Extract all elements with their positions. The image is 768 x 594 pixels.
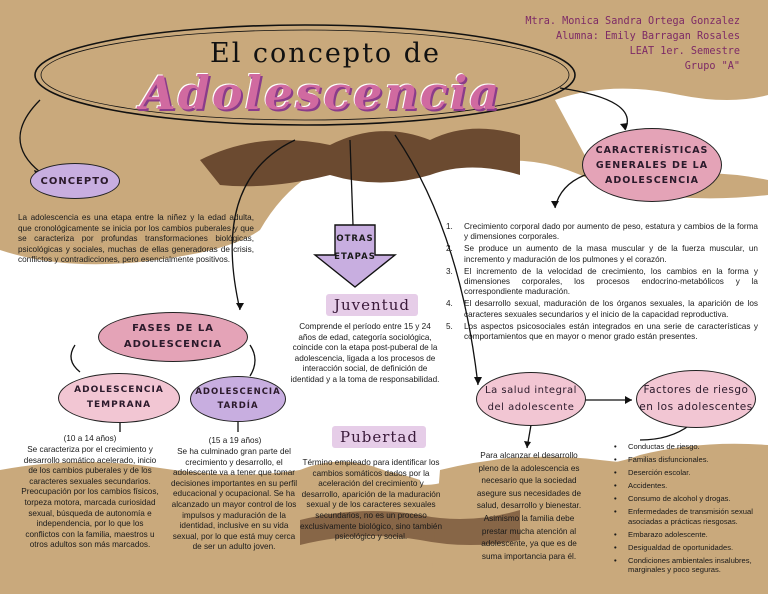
riesgo-item: • Conductas de riesgo. (614, 442, 764, 452)
caracteristicas-list: 1. Crecimiento corporal dado por aumento … (446, 222, 758, 344)
riesgo-text: Embarazo adolescente. (628, 529, 708, 539)
bullet-icon: • (614, 480, 617, 490)
riesgo-text: Desigualdad de oportunidades. (628, 542, 734, 552)
pubertad-label: Pubertad (332, 426, 426, 448)
temprana-node: ADOLESCENCIA TEMPRANA (58, 373, 180, 423)
caracteristica-item: 4. El desarrollo sexual, maduración de lo… (446, 299, 758, 319)
salud-label-2: del adolescente (487, 402, 575, 413)
tardia-node: ADOLESCENCIA TARDÍA (190, 376, 286, 422)
caracteristica-text: Se produce un aumento de la masa muscula… (464, 244, 758, 264)
student-name: Alumna: Emily Barragan Rosales (555, 31, 740, 42)
riesgo-text: Enfermedades de transmisión sexual asoci… (628, 506, 753, 526)
salud-node: La salud integral del adolescente (476, 372, 586, 426)
tardia-label-2: TARDÍA (217, 401, 259, 411)
riesgo-text: Condiciones ambientales insalubres, marg… (628, 555, 752, 575)
fases-label-1: FASES DE LA (132, 323, 214, 334)
bullet-icon: • (614, 506, 617, 516)
concepto-text: La adolescencia es una etapa entre la ni… (18, 213, 254, 265)
caracteristicas-node: CARACTERÍSTICAS GENERALES DE LA ADOLESCE… (582, 128, 722, 202)
riesgo-node: Factores de riesgo en los adolescentes (636, 370, 756, 428)
caracteristica-item: 2. Se produce un aumento de la masa muscu… (446, 244, 758, 264)
temprana-label-1: ADOLESCENCIA (74, 385, 164, 395)
caracteristica-number: 2. (446, 244, 453, 254)
caracteristica-text: Los aspectos psicosociales están integra… (464, 321, 758, 342)
riesgo-item: • Embarazo adolescente. (614, 530, 764, 540)
riesgo-item: • Consumo de alcohol y drogas. (614, 494, 764, 504)
riesgo-text: Accidentes. (628, 480, 668, 490)
caracteristica-number: 4. (446, 299, 453, 309)
riesgo-text: Consumo de alcohol y drogas. (628, 493, 731, 503)
bullet-icon: • (614, 493, 617, 503)
temprana-age: (10 a 14 años) (63, 434, 117, 443)
title-line-2: Adolescencia (140, 66, 502, 120)
bullet-icon: • (614, 529, 617, 539)
riesgo-list: • Conductas de riesgo. • Familias disfuncio… (614, 442, 764, 578)
riesgo-text: Familias disfuncionales. (628, 454, 709, 464)
bullet-icon: • (614, 542, 617, 552)
juventud-text: Comprende el período entre 15 y 24 años … (290, 322, 440, 384)
otras-label: OTRAS (336, 234, 374, 244)
salud-label-1: La salud integral (485, 385, 577, 396)
caracteristicas-label-3: ADOLESCENCIA (605, 174, 699, 186)
riesgo-item: • Familias disfuncionales. (614, 455, 764, 465)
caracteristica-item: 3. El incremento de la velocidad de creci… (446, 267, 758, 298)
caracteristica-item: 1. Crecimiento corporal dado por aumento … (446, 222, 758, 242)
riesgo-text: Deserción escolar. (628, 467, 691, 477)
title-line-1: El concepto de (210, 38, 442, 69)
bullet-icon: • (614, 555, 617, 565)
semester: LEAT 1er. Semestre (629, 46, 740, 57)
tardia-label-1: ADOLESCENCIA (195, 387, 281, 397)
riesgo-item: • Condiciones ambientales insalubres, mar… (614, 556, 764, 576)
caracteristica-text: El incremento de la velocidad de crecimi… (464, 266, 758, 297)
caracteristica-number: 3. (446, 266, 453, 276)
caracteristicas-label-1: CARACTERÍSTICAS (595, 144, 709, 156)
temprana-text: Se caracteriza por el crecimiento y desa… (21, 445, 159, 550)
riesgo-item: • Deserción escolar. (614, 468, 764, 478)
teacher-name: Mtra. Monica Sandra Ortega Gonzalez (525, 16, 740, 27)
caracteristicas-label-2: GENERALES DE LA (595, 159, 709, 171)
caracteristica-item: 5. Los aspectos psicosociales están integ… (446, 322, 758, 342)
authors-block: Mtra. Monica Sandra Ortega Gonzalez Alum… (525, 14, 740, 74)
caracteristica-number: 5. (446, 321, 453, 331)
riesgo-label-1: Factores de riesgo (643, 384, 749, 396)
group: Grupo "A" (684, 61, 740, 72)
riesgo-item: • Desigualdad de oportunidades. (614, 543, 764, 553)
fases-node: FASES DE LA ADOLESCENCIA (98, 312, 248, 362)
juventud-label: Juventud (326, 294, 418, 316)
fases-label-2: ADOLESCENCIA (123, 339, 223, 350)
caracteristica-text: El desarrollo sexual, maduración de los … (464, 299, 758, 319)
bullet-icon: • (614, 442, 617, 451)
concepto-label: CONCEPTO (40, 175, 110, 187)
caracteristica-text: Crecimiento corporal dado por aumento de… (464, 222, 758, 242)
caracteristica-number: 1. (446, 222, 453, 231)
etapas-label: ETAPAS (334, 252, 376, 262)
bullet-icon: • (614, 454, 617, 464)
riesgo-item: • Accidentes. (614, 481, 764, 491)
riesgo-item: • Enfermedades de transmisión sexual asoc… (614, 507, 764, 527)
otras-etapas-label: OTRAS ETAPAS (330, 230, 380, 266)
tardia-text: Se ha culminado gran parte del crecimien… (170, 447, 298, 552)
salud-text: Para alcanzar el desarrollo pleno de la … (476, 451, 582, 561)
bullet-icon: • (614, 467, 617, 477)
riesgo-text: Conductas de riesgo. (628, 442, 700, 451)
pubertad-text: Término empleado para identificar los ca… (300, 458, 442, 542)
concepto-node: CONCEPTO (30, 163, 120, 199)
temprana-label-2: TEMPRANA (86, 400, 152, 410)
riesgo-label-2: en los adolescentes (639, 401, 753, 413)
tardia-age: (15 a 19 años) (208, 436, 262, 445)
